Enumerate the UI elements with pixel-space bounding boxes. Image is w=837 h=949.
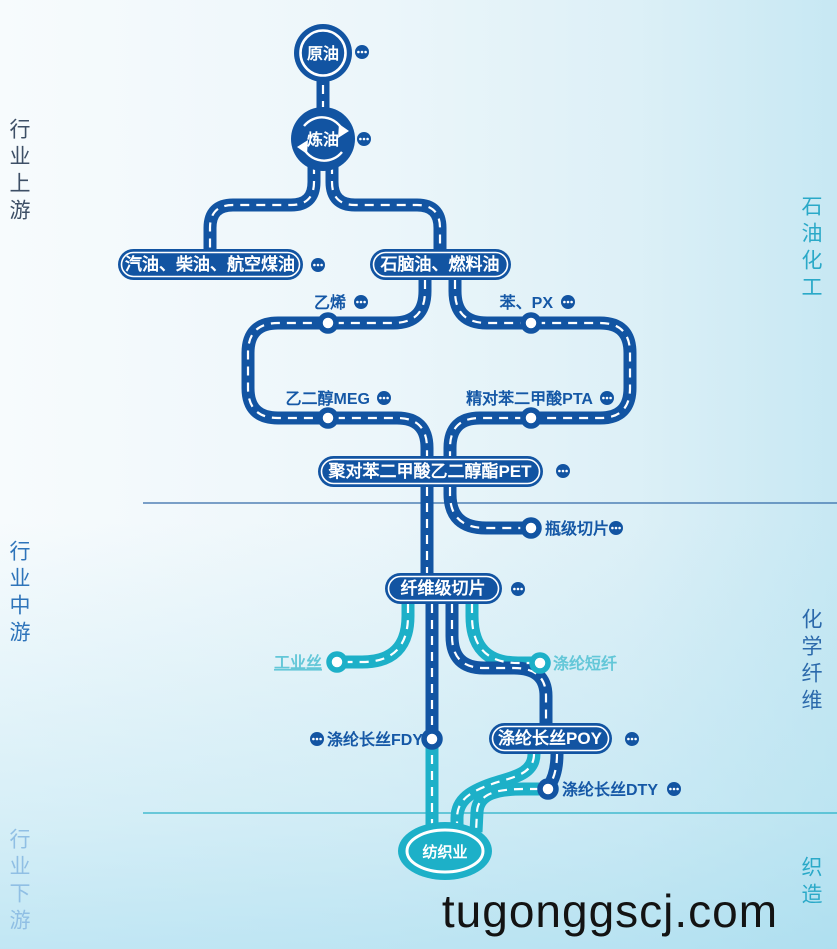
more-icon-bottle-chip[interactable] xyxy=(609,521,623,535)
stage-label-midstream: 行业中游 xyxy=(7,540,30,648)
node-fiber-chip[interactable]: 纤维级切片 xyxy=(385,573,502,604)
node-dot-benzene-px xyxy=(520,312,542,334)
road-refining-to-naphtha xyxy=(325,165,447,252)
more-icon-dty[interactable] xyxy=(667,782,681,796)
ring-icon xyxy=(299,29,347,77)
refresh-arrows-icon xyxy=(297,116,349,162)
road-refining-to-gasoline xyxy=(203,165,321,252)
pill-label: 涤纶长丝POY xyxy=(498,728,603,748)
more-icon-poy[interactable] xyxy=(625,732,639,746)
node-refining[interactable]: 炼油 xyxy=(291,107,355,171)
label-staple-fiber: 涤纶短纤 xyxy=(553,654,617,673)
label-pta: 精对苯二甲酸PTA xyxy=(466,389,593,408)
watermark-text: tugonggscj.com xyxy=(441,885,779,937)
sector-label-petrochemical: 石油化工 xyxy=(799,195,822,303)
node-pet[interactable]: 聚对苯二甲酸乙二醇酯PET xyxy=(318,456,543,487)
sector-label-chemical-fiber: 化学纤维 xyxy=(799,608,822,716)
node-label-crude-oil: 原油 xyxy=(307,44,339,63)
node-poy[interactable]: 涤纶长丝POY xyxy=(489,723,612,754)
pill-label: 石脑油、燃料油 xyxy=(380,254,500,274)
label-industrial-yarn: 工业丝 xyxy=(274,653,322,672)
node-dot-industrial-yarn xyxy=(326,651,348,673)
pill-label: 纤维级切片 xyxy=(401,578,486,598)
label-fdy: 涤纶长丝FDY xyxy=(327,730,423,749)
node-naphtha-fuel-oil[interactable]: 石脑油、燃料油 xyxy=(370,249,511,280)
node-dot-pta xyxy=(520,407,542,429)
node-dot-bottle-chip xyxy=(520,517,542,539)
label-bottle-chip: 瓶级切片 xyxy=(545,519,609,538)
more-icon-crude-oil[interactable] xyxy=(355,45,369,59)
road-fiberchip-to-industrialyarn xyxy=(345,604,415,669)
more-icon-meg[interactable] xyxy=(377,391,391,405)
pill-label: 聚对苯二甲酸乙二醇酯PET xyxy=(327,461,532,481)
label-ethylene: 乙烯 xyxy=(314,293,346,312)
node-gasoline-diesel-kerosene[interactable]: 汽油、柴油、航空煤油 xyxy=(118,249,303,280)
node-textile[interactable]: 纺织业 xyxy=(398,822,492,880)
more-icon-pet[interactable] xyxy=(556,464,570,478)
label-meg: 乙二醇MEG xyxy=(286,389,370,408)
sector-label-weaving: 织造 xyxy=(799,856,822,910)
roads xyxy=(203,53,637,833)
node-dot-ethylene xyxy=(317,312,339,334)
badges xyxy=(310,45,681,796)
more-icon-ethylene[interactable] xyxy=(354,295,368,309)
node-crude-oil[interactable]: 原油 xyxy=(294,24,352,82)
node-dot-dty xyxy=(537,778,559,800)
node-dot-fdy xyxy=(421,728,443,750)
stage-label-upstream: 行业上游 xyxy=(7,118,30,226)
more-icon-fdy[interactable] xyxy=(310,732,324,746)
label-benzene-px: 苯、PX xyxy=(499,293,554,312)
road-dashes xyxy=(208,53,632,833)
pill-label: 汽油、柴油、航空煤油 xyxy=(125,254,295,274)
road-fiberchip-to-staplefiber xyxy=(465,604,532,670)
ring-icon xyxy=(405,828,485,874)
label-dty: 涤纶长丝DTY xyxy=(562,780,658,799)
more-icon-benzene-px[interactable] xyxy=(561,295,575,309)
node-label-refining: 炼油 xyxy=(307,130,339,149)
stage-label-downstream: 行业下游 xyxy=(7,828,30,936)
more-icon-pta[interactable] xyxy=(600,391,614,405)
node-dot-meg xyxy=(317,407,339,429)
more-icon-refining[interactable] xyxy=(357,132,371,146)
node-dot-staple-fiber xyxy=(529,652,551,674)
more-icon-gasoline[interactable] xyxy=(311,258,325,272)
more-icon-fiber-chip[interactable] xyxy=(511,582,525,596)
node-label-textile: 纺织业 xyxy=(422,843,467,861)
